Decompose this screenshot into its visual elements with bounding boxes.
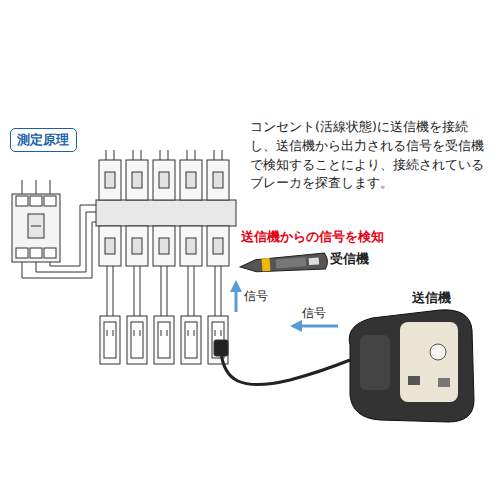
signal-label: 信号 (302, 305, 326, 322)
outlet-slot (113, 330, 114, 336)
wire (194, 266, 195, 316)
wire (221, 266, 222, 316)
description-text: コンセント(活線状態)に送信機を接続し、送信機から出力される信号を受信機で検知す… (250, 118, 490, 193)
outlet (104, 322, 116, 358)
outlet (158, 322, 170, 358)
breaker-handle (186, 172, 196, 188)
heading-box: 測定原理 (10, 128, 77, 152)
detect-note: 送信機からの信号を検知 (241, 229, 384, 246)
part-name: 受信機 (330, 251, 369, 268)
breaker (99, 160, 121, 200)
breaker (207, 160, 229, 200)
outlet-plate (181, 316, 201, 364)
breaker (153, 160, 175, 200)
wire (167, 266, 168, 316)
wire (134, 266, 135, 316)
signal-label: 信号 (244, 288, 268, 305)
breaker-handle (186, 238, 196, 254)
breaker-handle (105, 238, 115, 254)
breaker (180, 226, 202, 266)
heading-text: 測定原理 (17, 131, 70, 149)
breaker (180, 160, 202, 200)
breaker (153, 226, 175, 266)
outlet-slot (221, 330, 222, 336)
wire (161, 266, 162, 316)
outlet-plate (208, 316, 228, 364)
breaker (126, 226, 148, 266)
breaker-handle (105, 172, 115, 188)
outlet-slot (134, 330, 135, 336)
outlet-plate (127, 316, 147, 364)
breaker-handle (132, 238, 142, 254)
outlet-slot (167, 330, 168, 336)
outlet-slot (140, 330, 141, 336)
part-name: 送信機 (412, 290, 451, 307)
outlet-slot (107, 330, 108, 336)
breaker-handle (159, 172, 169, 188)
wire (107, 266, 108, 316)
breaker-handle (213, 238, 223, 254)
breaker-handle (132, 172, 142, 188)
outlet-slot (188, 330, 189, 336)
outlet-slot (215, 330, 216, 336)
breaker (207, 226, 229, 266)
outlet-slot (161, 330, 162, 336)
breaker-handle (159, 238, 169, 254)
outlet-plate (100, 316, 120, 364)
breaker (126, 160, 148, 200)
wire (113, 266, 114, 316)
outlet-slot (194, 330, 195, 336)
wire (188, 266, 189, 316)
outlet (131, 322, 143, 358)
breaker-handle (213, 172, 223, 188)
outlet (185, 322, 197, 358)
wire (215, 266, 216, 316)
breaker (99, 226, 121, 266)
outlet-plate (154, 316, 174, 364)
wire (140, 266, 141, 316)
